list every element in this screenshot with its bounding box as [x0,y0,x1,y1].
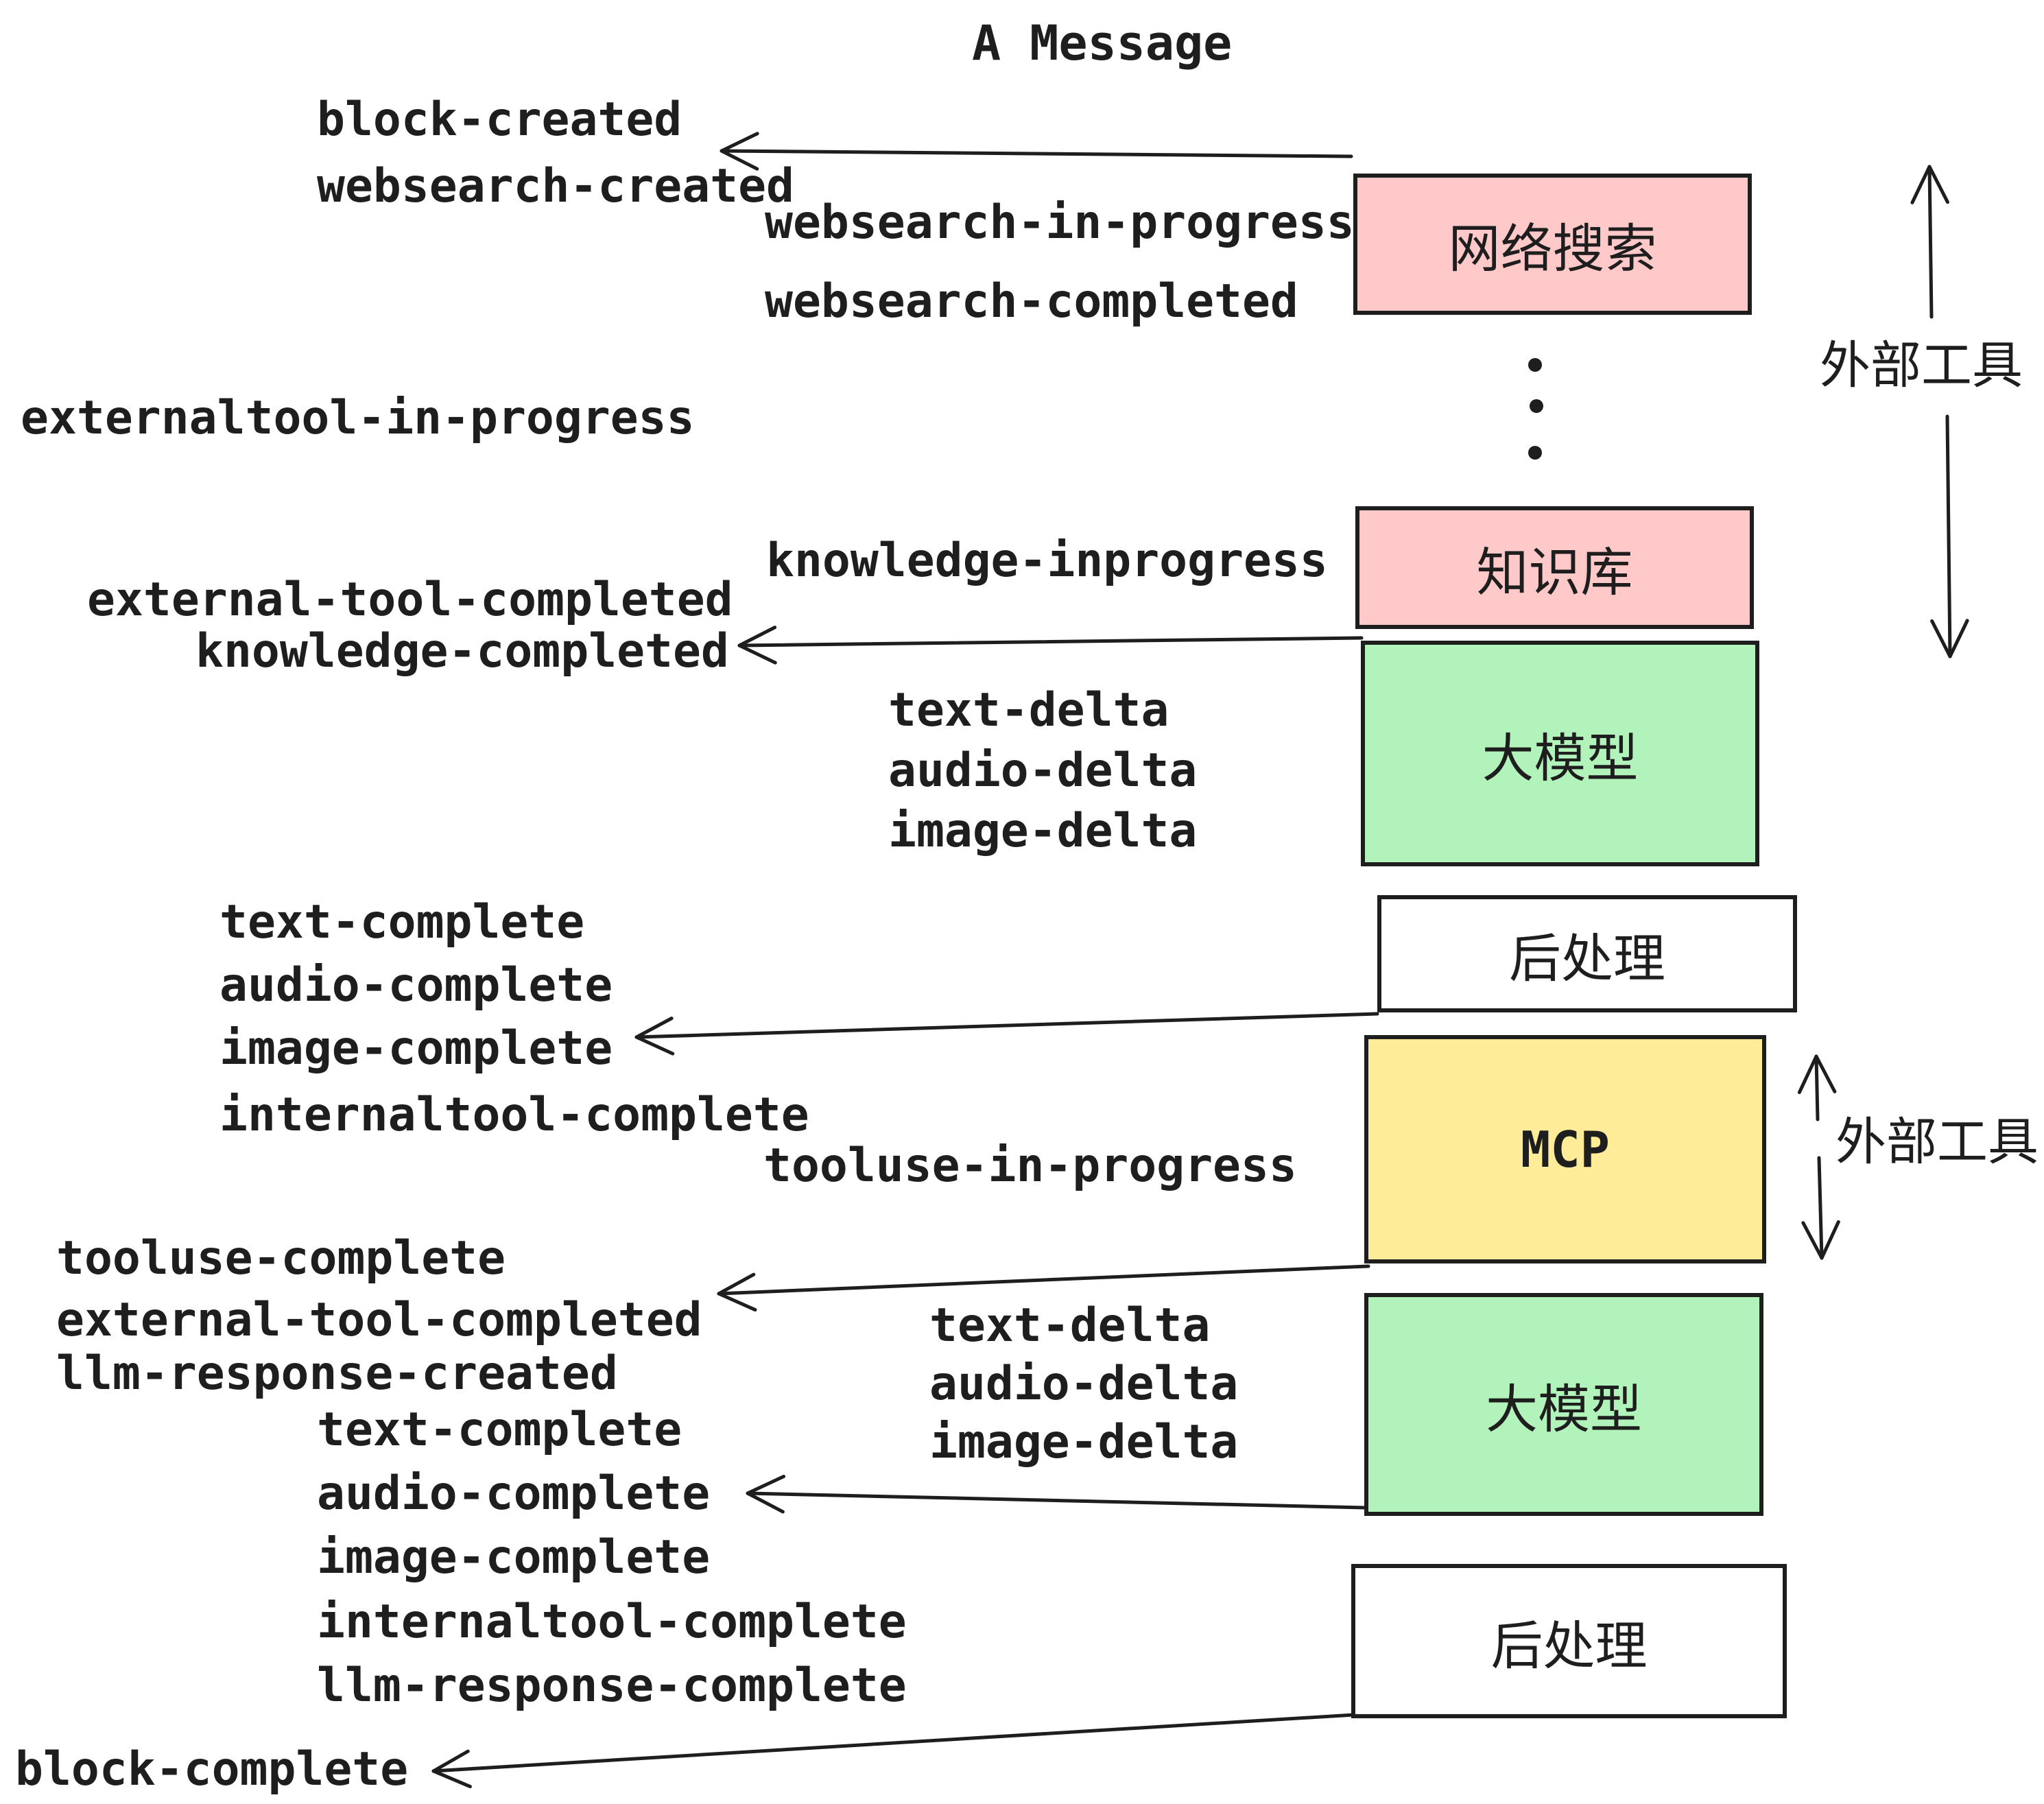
arrow-external-1-down [1945,414,1952,658]
event-websearch-in-progress: websearch-in-progress [765,195,1355,250]
event-image-delta-1: image-delta [888,804,1198,858]
ellipsis-dots [1528,358,1543,460]
arrow-external-2-down [1817,1156,1824,1260]
event-tooluse-complete: tooluse-complete [56,1231,506,1285]
event-knowledge-completed: knowledge-completed [195,624,729,678]
event-audio-delta-1: audio-delta [888,744,1198,798]
event-text-delta-2: text-delta [929,1298,1211,1353]
arrow-to-block-complete-head [431,1769,472,1789]
event-image-complete-2: image-complete [317,1530,711,1585]
arrow-external-2-up [1814,1054,1820,1121]
arrow-to-knowledge-completed-head [737,643,777,665]
box-knowledge-label: 知识库 [1476,543,1633,602]
event-text-complete-2: text-complete [317,1403,682,1457]
dot-2 [1530,399,1543,413]
arrow-to-block-created-head [720,132,759,153]
event-external-tool-completed-2: external-tool-completed [56,1293,702,1347]
arrow-to-tooluse-complete-head [717,1292,757,1312]
box-llm-1-label: 大模型 [1482,729,1639,788]
arrow-external-1-up-head [1927,165,1949,204]
arrow-to-knowledge-completed [737,636,1364,648]
arrow-to-block-complete-head [431,1749,470,1773]
box-mcp: MCP [1364,1035,1766,1263]
arrow-to-audio-complete-2-head [746,1491,785,1514]
diagram-title: A Message [972,15,1233,71]
event-tooluse-in-progress: tooluse-in-progress [763,1139,1297,1193]
dot-1 [1528,358,1542,372]
event-internaltool-complete-1: internaltool-complete [219,1088,809,1142]
arrow-external-1-down-head [1948,619,1969,658]
event-websearch-created: websearch-created [317,159,794,213]
arrow-external-2-up-head [1814,1054,1837,1093]
dot-3 [1528,446,1542,460]
event-image-delta-2: image-delta [929,1415,1239,1469]
arrow-external-1-down-head [1930,619,1952,658]
box-postprocess-2: 后处理 [1351,1564,1787,1718]
label-external-tools-2: 外部工具 [1835,1113,2039,1170]
event-websearch-completed: websearch-completed [765,274,1298,329]
arrow-to-knowledge-completed-head [737,626,777,648]
event-external-tool-completed-1: external-tool-completed [87,573,733,627]
event-block-created: block-created [317,93,682,147]
box-postprocess-1-label: 后处理 [1509,929,1665,988]
box-knowledge: 知识库 [1355,506,1754,629]
event-knowledge-inprogress: knowledge-inprogress [766,534,1328,588]
event-audio-complete-1: audio-complete [219,958,613,1012]
arrow-to-tooluse-complete-head [717,1272,756,1296]
event-internaltool-complete-2: internaltool-complete [317,1595,907,1649]
arrow-to-image-complete [634,1012,1379,1039]
event-block-complete: block-complete [15,1742,409,1796]
event-llm-response-complete: llm-response-complete [317,1659,907,1713]
event-image-complete-1: image-complete [219,1021,613,1076]
box-mcp-label: MCP [1520,1120,1611,1178]
box-postprocess-2-label: 后处理 [1490,1617,1648,1676]
arrow-to-block-created [720,149,1353,158]
box-llm-2-label: 大模型 [1486,1380,1642,1439]
box-postprocess-1: 后处理 [1377,895,1797,1012]
arrow-to-audio-complete-2 [746,1491,1367,1510]
event-audio-delta-2: audio-delta [929,1357,1239,1411]
label-external-tools-1: 外部工具 [1820,337,2023,394]
arrow-external-1-up [1927,165,1934,319]
arrow-to-tooluse-complete [717,1264,1370,1296]
arrow-external-2-down-head [1801,1221,1824,1260]
arrow-to-image-complete-head [634,1035,675,1056]
box-llm-2: 大模型 [1364,1293,1763,1516]
event-audio-complete-2: audio-complete [317,1467,711,1521]
arrow-external-1-up-head [1910,165,1932,204]
box-websearch: 网络搜索 [1353,174,1752,315]
arrow-external-2-down-head [1820,1220,1840,1260]
arrow-to-audio-complete-2-head [746,1474,786,1495]
arrow-to-image-complete-head [634,1017,674,1039]
event-llm-response-created: llm-response-created [56,1346,618,1401]
event-text-complete-1: text-complete [219,895,585,949]
arrow-external-2-up-head [1797,1054,1818,1095]
box-websearch-label: 网络搜索 [1448,220,1657,278]
box-llm-1: 大模型 [1361,641,1759,866]
event-text-delta-1: text-delta [888,683,1169,737]
event-externaltool-in-progress: externaltool-in-progress [21,391,695,445]
arrow-to-block-complete [431,1713,1356,1773]
